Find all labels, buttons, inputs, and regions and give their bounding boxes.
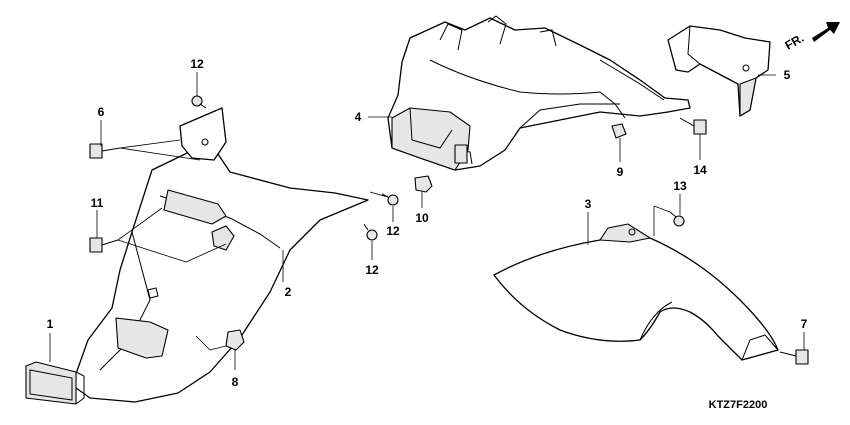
part-1-reflector <box>25 361 85 405</box>
callout-5: 5 <box>784 68 791 82</box>
part-14-bolt <box>679 117 707 135</box>
part-12-screw-low <box>363 223 378 241</box>
part-7-bolt <box>779 349 809 365</box>
callout-6: 6 <box>98 105 105 119</box>
callout-9: 9 <box>617 165 624 179</box>
part-12-screw-mid <box>381 193 399 206</box>
front-direction-indicator: FR. <box>783 22 840 53</box>
callout-numbers: 1 2 3 4 5 6 7 8 9 10 11 12 12 12 13 14 <box>47 57 808 389</box>
part-5-bracket <box>667 25 771 117</box>
leader-lines <box>49 72 805 370</box>
diagram-code: KTZ7F2200 <box>709 399 768 411</box>
callout-13: 13 <box>673 179 687 193</box>
part-12-screw-top <box>191 95 207 109</box>
callout-12-low: 12 <box>365 263 379 277</box>
front-arrow-icon <box>812 22 840 42</box>
part-2-rear-fender <box>71 107 369 403</box>
part-11-bolt <box>89 237 119 253</box>
callout-2: 2 <box>285 285 292 299</box>
callout-4: 4 <box>355 110 362 124</box>
part-8-nut <box>225 329 245 351</box>
callout-11: 11 <box>91 196 104 210</box>
callout-3: 3 <box>585 197 592 211</box>
part-4-inner-fender-frame <box>387 15 691 171</box>
callout-10: 10 <box>415 211 429 225</box>
part-6-bolt <box>89 143 121 159</box>
callout-12-mid: 12 <box>386 224 400 238</box>
callout-7: 7 <box>801 317 808 331</box>
part-13-screw <box>669 211 685 227</box>
callout-8: 8 <box>232 375 239 389</box>
callout-14: 14 <box>693 163 707 177</box>
callout-1: 1 <box>47 317 54 331</box>
callout-12-top: 12 <box>190 57 204 71</box>
part-10-clip <box>414 175 433 193</box>
direction-label: FR. <box>783 31 807 53</box>
part-9-clip <box>611 123 627 139</box>
part-3-rear-mudguard <box>493 223 779 361</box>
